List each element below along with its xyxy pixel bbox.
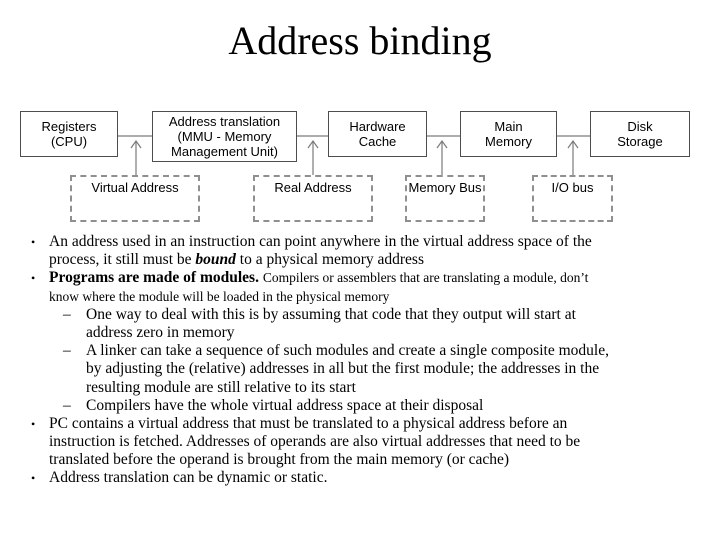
box-label: Management Unit) xyxy=(171,144,278,159)
bus-arrow xyxy=(567,139,579,175)
text-segment: translated before the operand is brought… xyxy=(49,451,510,469)
bullet-line: instruction is fetched. Addresses of ope… xyxy=(49,433,580,451)
bullet-marker: – xyxy=(63,396,71,414)
box-disk-storage: Disk Storage xyxy=(590,111,690,157)
bullet-line: PC contains a virtual address that must … xyxy=(49,415,580,433)
bullet-line: Programs are made of modules. Compilers … xyxy=(49,269,588,287)
text-segment: address zero in memory xyxy=(86,323,235,341)
bullet-item: –Compilers have the whole virtual addres… xyxy=(63,397,701,415)
bullet-marker: • xyxy=(31,471,36,486)
bullet-lines: Address translation can be dynamic or st… xyxy=(49,469,328,487)
text-segment: process, it still must be xyxy=(49,251,196,269)
box-label: Hardware xyxy=(349,119,406,134)
bullet-line: Compilers have the whole virtual address… xyxy=(86,397,483,415)
bullet-marker: – xyxy=(63,305,71,323)
bullet-lines: Compilers have the whole virtual address… xyxy=(86,397,483,415)
bus-label: Real Address xyxy=(274,180,352,195)
bus-virtual-address: Virtual Address xyxy=(70,175,200,222)
bullet-marker: • xyxy=(31,416,36,431)
bullet-marker: – xyxy=(63,342,71,360)
box-label: Address translation xyxy=(168,114,281,129)
bullet-line: address zero in memory xyxy=(86,324,576,342)
bullet-line: Address translation can be dynamic or st… xyxy=(49,469,328,487)
text-segment: by adjusting the (relative) addresses in… xyxy=(86,360,600,378)
bullet-item: –One way to deal with this is by assumin… xyxy=(63,306,701,342)
box-label: (CPU) xyxy=(50,134,88,149)
text-segment: PC contains a virtual address that must … xyxy=(49,414,568,432)
slide-title: Address binding xyxy=(228,18,492,63)
bullet-item: • An address used in an instruction can p… xyxy=(31,233,701,269)
bullet-marker: • xyxy=(31,271,36,286)
bullet-lines: PC contains a virtual address that must … xyxy=(49,415,580,470)
box-hardware-cache: Hardware Cache xyxy=(328,111,427,157)
bus-arrow xyxy=(130,139,142,175)
bullet-line: A linker can take a sequence of such mod… xyxy=(86,342,609,360)
box-label: Cache xyxy=(358,134,397,149)
bullet-marker: • xyxy=(31,235,36,249)
bullet-lines: An address used in an instruction can po… xyxy=(49,233,592,269)
bus-arrow xyxy=(307,139,319,175)
text-segment: bound xyxy=(195,251,236,269)
bullet-line: translated before the operand is brought… xyxy=(49,451,580,469)
box-label: (MMU - Memory xyxy=(177,129,272,144)
text-segment: instruction is fetched. Addresses of ope… xyxy=(49,433,581,451)
bullet-line: process, it still must be bound to a phy… xyxy=(49,251,592,269)
bullet-lines: Programs are made of modules. Compilers … xyxy=(49,269,588,305)
text-segment: A linker can take a sequence of such mod… xyxy=(86,342,609,360)
box-label: Memory xyxy=(485,134,532,149)
bullet-item: • Programs are made of modules. Compilers… xyxy=(31,269,701,305)
box-label: Storage xyxy=(617,134,663,149)
bus-arrow xyxy=(436,139,448,175)
box-label: Registers xyxy=(41,119,97,134)
bullet-line: One way to deal with this is by assuming… xyxy=(86,306,576,324)
bus-label: Memory Bus xyxy=(408,180,482,195)
bullet-line: by adjusting the (relative) addresses in… xyxy=(86,360,609,378)
box-main-memory: Main Memory xyxy=(460,111,557,157)
bullet-item: • PC contains a virtual address that must… xyxy=(31,415,701,470)
text-segment: to a physical memory address xyxy=(235,251,424,269)
text-segment: One way to deal with this is by assuming… xyxy=(86,305,576,323)
box-label: Main xyxy=(494,119,523,134)
text-segment: Compilers or assemblers that are transla… xyxy=(262,270,589,286)
box-address-translation-mmu: Address translation (MMU - Memory Manage… xyxy=(152,111,297,162)
bus-memory-bus: Memory Bus xyxy=(405,175,485,222)
box-label: Disk xyxy=(627,119,653,134)
bus-label: Virtual Address xyxy=(91,180,179,195)
text-segment: Compilers have the whole virtual address… xyxy=(86,396,484,414)
text-segment: Address translation can be dynamic or st… xyxy=(49,469,328,487)
bullet-line: An address used in an instruction can po… xyxy=(49,233,592,251)
bullet-line: know where the module will be loaded in … xyxy=(49,288,588,306)
bullet-list: • An address used in an instruction can p… xyxy=(31,233,701,488)
text-segment: An address used in an instruction can po… xyxy=(49,233,592,250)
box-registers-cpu: Registers (CPU) xyxy=(20,111,118,157)
bus-real-address: Real Address xyxy=(253,175,373,222)
bullet-line: resulting module are still relative to i… xyxy=(86,379,609,397)
bullet-lines: A linker can take a sequence of such mod… xyxy=(86,342,609,397)
text-segment: resulting module are still relative to i… xyxy=(86,378,356,396)
bullet-item: –A linker can take a sequence of such mo… xyxy=(63,342,701,397)
text-segment: know where the module will be loaded in … xyxy=(49,288,390,304)
text-segment: Programs are made of modules. xyxy=(49,269,263,287)
bullet-lines: One way to deal with this is by assuming… xyxy=(86,306,576,342)
bus-label: I/O bus xyxy=(551,180,594,195)
bus-io-bus: I/O bus xyxy=(532,175,613,222)
bullet-item: • Address translation can be dynamic or s… xyxy=(31,469,701,487)
